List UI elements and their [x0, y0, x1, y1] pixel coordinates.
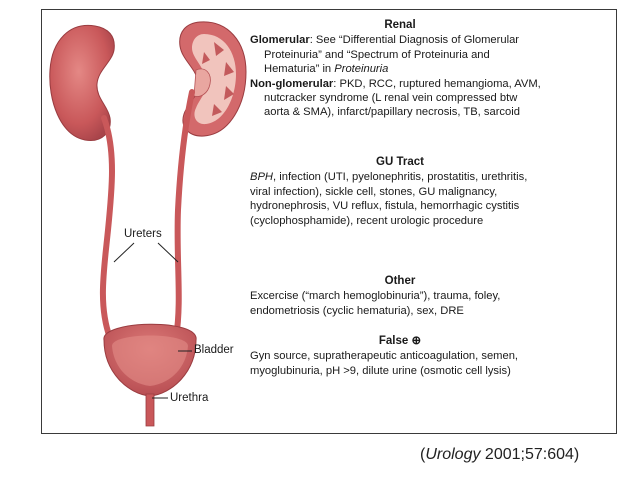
glomerular-text-2: Proteinuria” and “Spectrum of Proteinuri… — [264, 48, 490, 61]
gu-tract-title: GU Tract — [376, 156, 424, 168]
renal-title: Renal — [384, 19, 416, 31]
citation-journal: Urology — [425, 446, 481, 463]
citation-rest: 2001;57:604) — [480, 446, 580, 463]
left-kidney — [49, 24, 115, 141]
citation: (Urology 2001;57:604) — [420, 446, 579, 464]
gu-tract-text-1: , infection (UTI, pyelonephritis, prosta… — [273, 171, 528, 184]
bladder — [103, 323, 197, 397]
glomerular-text-3: Hematuria” in — [264, 63, 335, 76]
other-text-1: Excercise (“march hemoglobinuria”), trau… — [250, 290, 501, 303]
urethra-label: Urethra — [170, 392, 209, 404]
right-ureter — [173, 89, 195, 341]
gu-tract-text-4: (cyclophosphamide), recent urologic proc… — [250, 214, 484, 227]
glomerular-text-3-italic: Proteinuria — [334, 63, 389, 76]
citation-open: ( — [420, 446, 426, 463]
nonglomerular-text-3: aorta & SMA), infarct/papillary necrosis… — [264, 106, 520, 119]
other-text-2: endometriosis (cyclic hematuria), sex, D… — [250, 304, 464, 317]
gu-tract-text-3: hydronephrosis, VU reflux, fistula, hemo… — [250, 200, 520, 213]
false-positive-text-2: myoglubinuria, pH >9, dilute urine (osmo… — [250, 364, 511, 377]
left-ureter — [99, 115, 115, 341]
glomerular-text-1: : See “Differential Diagnosis of Glomeru… — [309, 34, 520, 47]
right-kidney — [179, 21, 247, 137]
gu-tract-text-1-italic: BPH — [250, 171, 274, 184]
urethra — [145, 393, 155, 427]
bladder-label: Bladder — [194, 344, 234, 356]
glomerular-label: Glomerular — [250, 34, 310, 47]
gu-tract-section: GU Tract BPH, infection (UTI, pyelonephr… — [250, 155, 550, 228]
ureters-label: Ureters — [124, 228, 162, 240]
other-section: Other Excercise (“march hemoglobinuria”)… — [250, 274, 550, 318]
false-positive-title: False ⊕ — [378, 335, 422, 347]
renal-section: Renal Glomerular: See “Differential Diag… — [250, 18, 550, 120]
false-positive-text-1: Gyn source, supratherapeutic anticoagula… — [250, 350, 519, 363]
false-positive-section: False ⊕ Gyn source, supratherapeutic ant… — [250, 334, 550, 378]
nonglomerular-text-2: nutcracker syndrome (L renal vein compre… — [264, 92, 518, 105]
nonglomerular-label: Non-glomerular — [250, 77, 334, 90]
nonglomerular-text-1: : PKD, RCC, ruptured hemangioma, AVM, — [333, 77, 541, 90]
figure-frame — [41, 9, 617, 434]
gu-tract-text-2: viral infection), sickle cell, stones, G… — [250, 185, 498, 198]
other-title: Other — [384, 275, 416, 287]
